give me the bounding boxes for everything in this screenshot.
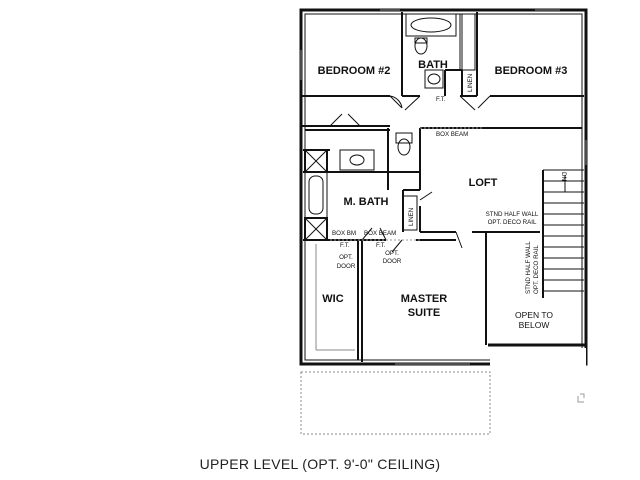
note-stair-dn: DN	[560, 172, 567, 181]
note-half-wall-line2: OPT. DECO RAIL	[488, 219, 537, 226]
note-ft-left: F.T.	[340, 242, 350, 249]
note-opt-door-left-1: OPT.	[339, 254, 353, 261]
note-linen-bath: LINEN	[467, 74, 474, 92]
corner-mark	[577, 393, 585, 403]
room-label-bath: BATH	[418, 59, 448, 71]
note-half-wall-vert-line2: OPT. DECO RAIL	[533, 245, 540, 294]
room-label-master-line2: SUITE	[408, 307, 440, 319]
room-label-loft: LOFT	[469, 177, 498, 189]
note-half-wall-vert-line1: STND HALF WALL	[525, 241, 532, 294]
windows	[300, 9, 587, 365]
note-box-bm: BOX BM	[332, 230, 356, 237]
note-linen-loft: LINEN	[408, 208, 415, 226]
note-box-beam-mid: BOX BEAM	[364, 230, 396, 237]
open-area-right-bottom	[490, 348, 586, 368]
room-label-open-line1: OPEN TO	[515, 310, 553, 320]
room-label-master-line1: MASTER	[401, 293, 448, 305]
note-box-beam-top: BOX BEAM	[436, 131, 468, 138]
staircase	[543, 169, 584, 292]
plan-caption: UPPER LEVEL (OPT. 9'-0" CEILING)	[199, 456, 441, 472]
room-label-m-bath: M. BATH	[343, 196, 388, 208]
room-label-open-line2: BELOW	[519, 320, 550, 330]
porch-outline	[300, 371, 491, 435]
note-ft-right: F.T.	[376, 242, 386, 249]
room-label-bedroom-2: BEDROOM #2	[318, 65, 391, 77]
note-half-wall-line1: STND HALF WALL	[486, 211, 539, 218]
doors	[329, 95, 491, 253]
wic-shelf	[315, 244, 355, 351]
note-opt-door-left-2: DOOR	[337, 263, 356, 270]
note-opt-door-right-2: DOOR	[383, 258, 402, 265]
note-ft-bath: F.T.	[436, 96, 446, 103]
bath-fixtures	[304, 13, 476, 231]
closet-x-marks	[304, 149, 328, 241]
box-beam-lines	[330, 127, 484, 241]
note-opt-door-right-1: OPT.	[385, 250, 399, 257]
room-label-bedroom-3: BEDROOM #3	[495, 65, 568, 77]
room-label-wic: WIC	[322, 293, 343, 305]
